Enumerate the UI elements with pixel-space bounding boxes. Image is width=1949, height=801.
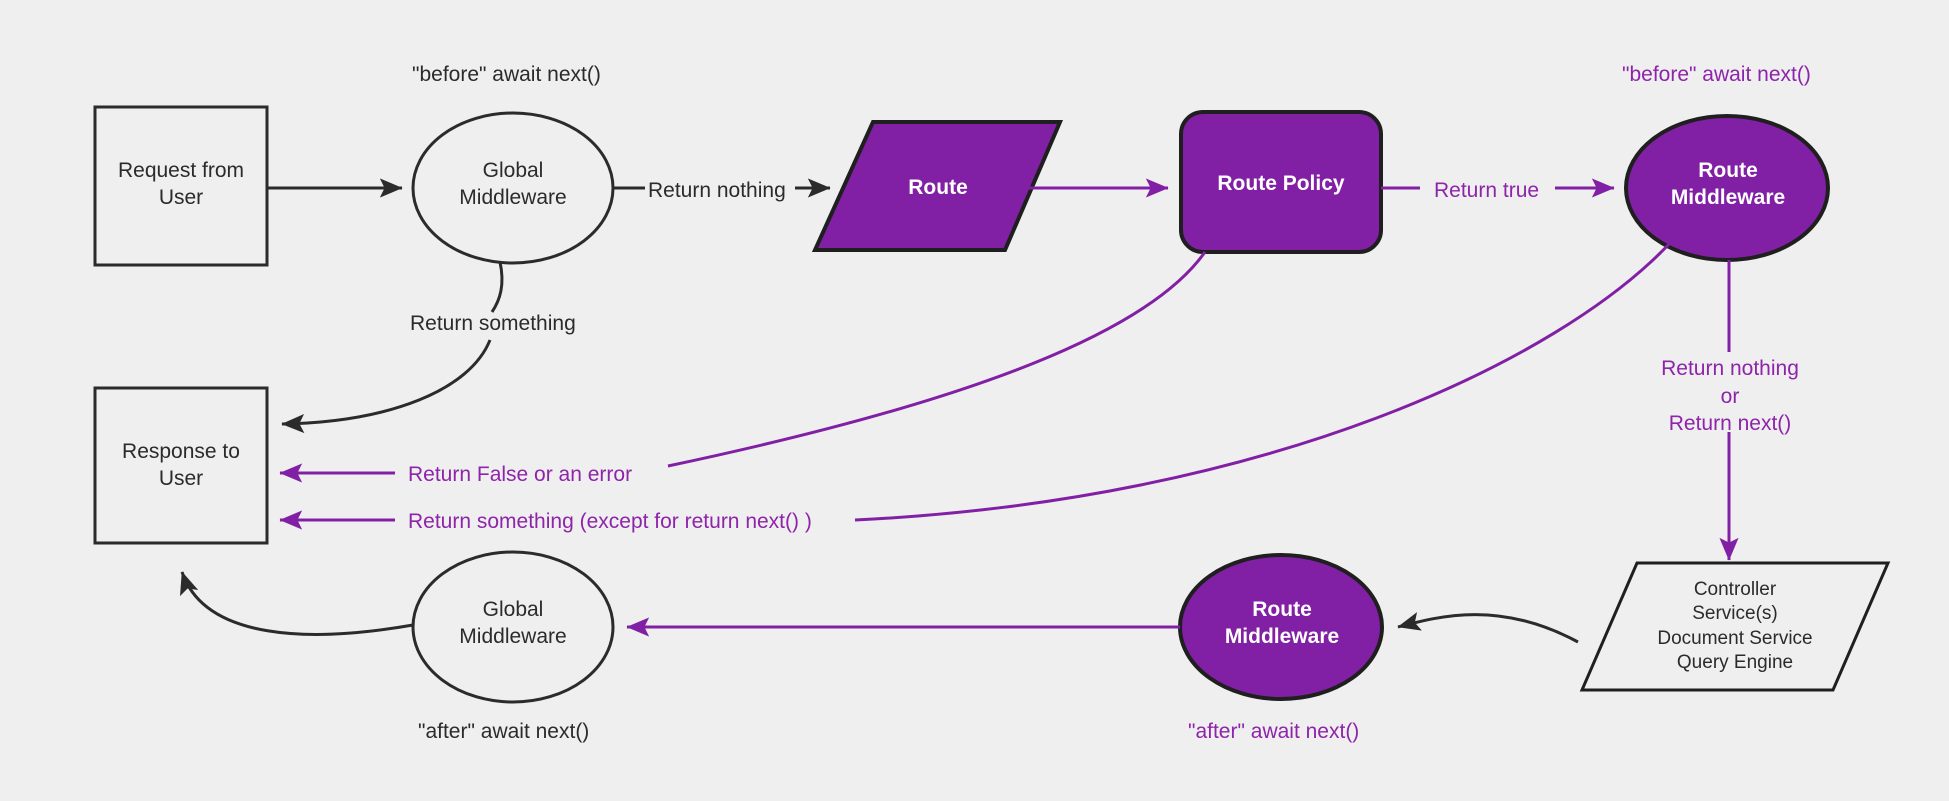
annotation-before-await-next-global: "before" await next()	[412, 63, 601, 86]
node-route-policy[interactable]	[1181, 112, 1381, 252]
edge-label-return-something-except-next: Return something (except for return next…	[408, 510, 812, 533]
node-response-to-user[interactable]	[95, 388, 267, 543]
edge-controller-to-route-mw	[1397, 612, 1579, 644]
annotation-before-await-next-route: "before" await next()	[1622, 63, 1811, 86]
edge-label-return-nothing-or-next: Return nothing or Return next()	[1661, 357, 1799, 436]
edge-label-return-true: Return true	[1434, 179, 1540, 202]
annotation-after-await-next-global: "after" await next()	[418, 720, 590, 743]
edge-global-return-something-stub	[490, 261, 504, 313]
node-global-middleware-top[interactable]	[413, 113, 613, 263]
edge-label-return-nothing: Return nothing	[648, 179, 786, 202]
node-controller-stack[interactable]	[1582, 563, 1888, 690]
node-global-middleware-bottom[interactable]	[413, 552, 613, 702]
edge-policy-return-false-curve	[667, 251, 1207, 468]
edge-mw-return-something-curve	[854, 241, 1672, 522]
edge-label-return-false-or-error: Return False or an error	[408, 463, 633, 486]
node-route[interactable]	[815, 122, 1060, 250]
annotation-after-await-next-route: "after" await next()	[1188, 720, 1360, 743]
node-route-middleware-bottom[interactable]	[1180, 555, 1382, 699]
node-request-from-user[interactable]	[95, 107, 267, 265]
edge-global-mw-to-response	[180, 571, 414, 636]
edge-label-return-something: Return something	[410, 312, 576, 335]
edge-global-return-something-curve	[281, 339, 492, 434]
node-route-middleware-top[interactable]	[1626, 116, 1828, 260]
